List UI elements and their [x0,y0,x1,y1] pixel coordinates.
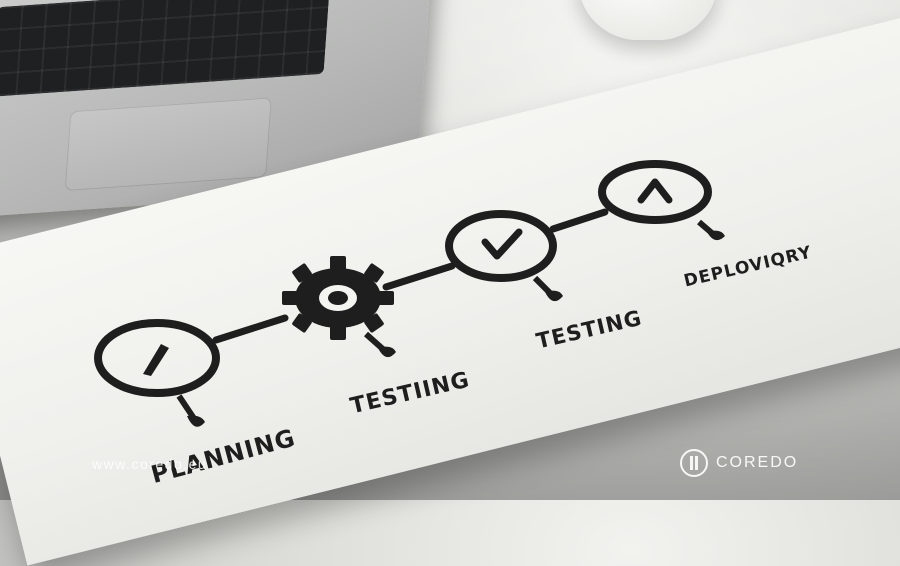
brand-logo: COREDO [680,449,798,477]
checkmark-icon [481,228,523,260]
stage-planning [94,319,220,427]
stage-testiing [282,256,396,358]
connector-line [212,314,289,344]
connector-line [382,262,456,291]
connector-line [549,208,609,233]
watermark-url: www.coredo.eu [92,456,208,472]
pencil-icon [143,344,169,376]
stage-deployment [598,160,725,241]
caret-up-icon [637,178,673,204]
brand-mark-icon [680,449,708,477]
brand-name: COREDO [716,454,799,471]
stage-testing [445,210,563,302]
process-diagram [94,160,725,427]
